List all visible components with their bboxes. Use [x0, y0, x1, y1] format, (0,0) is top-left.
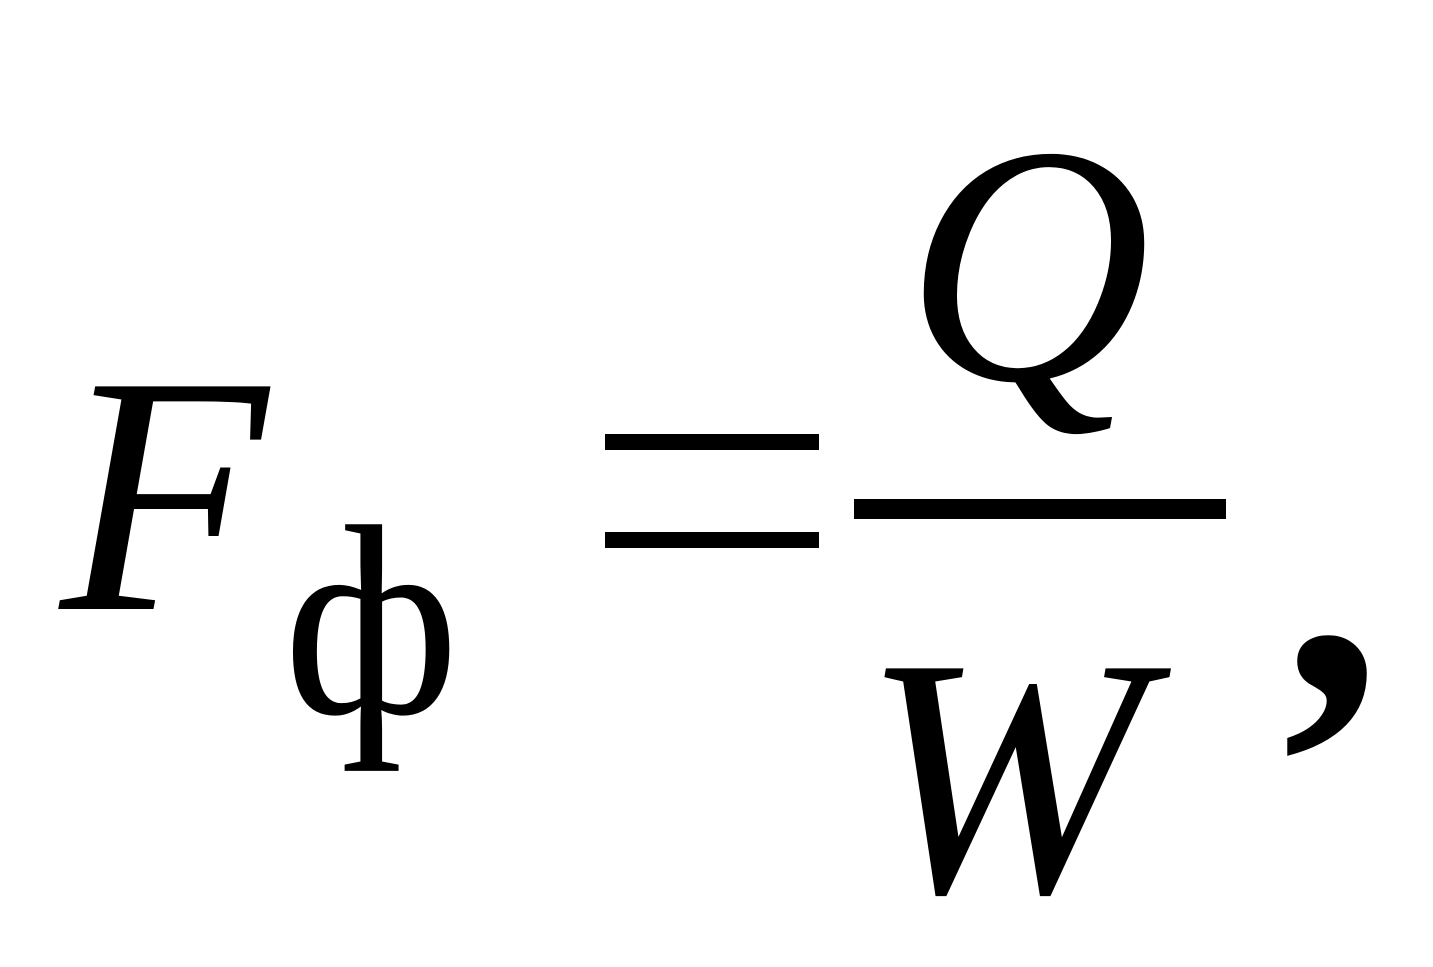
fraction-denominator: W: [862, 588, 1146, 965]
equals-sign-top-bar: [605, 434, 819, 450]
formula-lhs-symbol: F: [60, 306, 268, 683]
fraction-numerator: Q: [905, 76, 1151, 453]
formula-lhs-subscript: ф: [283, 471, 460, 772]
equals-sign-bottom-bar: [605, 532, 819, 548]
fraction-bar: [854, 499, 1226, 519]
trailing-comma: ,: [1282, 338, 1382, 781]
